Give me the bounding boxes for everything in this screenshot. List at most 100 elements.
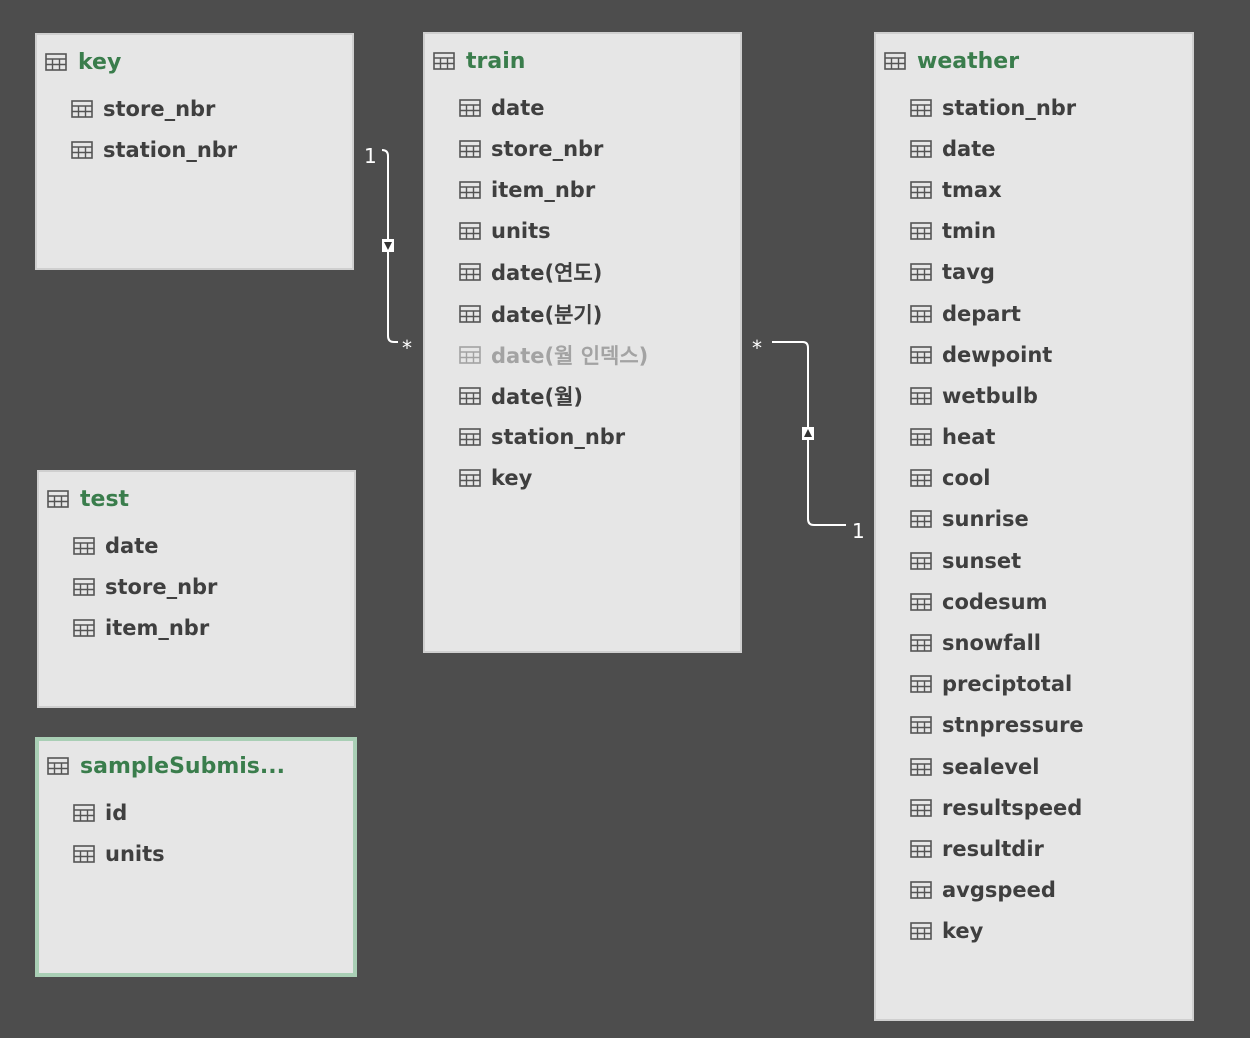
field-item[interactable]: store_nbr xyxy=(39,566,354,607)
field-list: id units xyxy=(39,792,353,874)
table-card-samplesubmission[interactable]: sampleSubmis... id units xyxy=(35,737,357,977)
field-item[interactable]: tmax xyxy=(876,169,1192,210)
field-item[interactable]: stnpressure xyxy=(876,705,1192,746)
field-item[interactable]: avgspeed xyxy=(876,870,1192,911)
table-icon xyxy=(73,844,95,863)
field-item[interactable]: date xyxy=(39,525,354,566)
field-item[interactable]: date xyxy=(425,87,740,128)
table-icon xyxy=(910,510,932,529)
table-header-test[interactable]: test xyxy=(39,484,354,514)
field-label: resultspeed xyxy=(942,795,1083,820)
field-item[interactable]: date(분기) xyxy=(425,293,740,334)
field-item[interactable]: tavg xyxy=(876,252,1192,293)
table-card-test[interactable]: test date store_nbr item_nbr xyxy=(37,470,356,708)
field-label: units xyxy=(105,841,165,866)
field-label: key xyxy=(942,919,984,944)
table-icon xyxy=(47,490,69,508)
field-item[interactable]: units xyxy=(425,211,740,252)
table-icon xyxy=(459,345,481,364)
field-label: sunrise xyxy=(942,507,1029,532)
field-item[interactable]: store_nbr xyxy=(37,88,352,129)
table-icon xyxy=(910,345,932,364)
field-item[interactable]: codesum xyxy=(876,581,1192,622)
field-item[interactable]: station_nbr xyxy=(876,87,1192,128)
field-label: codesum xyxy=(942,589,1048,614)
field-item[interactable]: sunrise xyxy=(876,499,1192,540)
table-icon xyxy=(910,469,932,488)
field-label: store_nbr xyxy=(103,96,216,121)
table-title: train xyxy=(466,48,526,74)
table-title: sampleSubmis... xyxy=(80,753,285,779)
field-label: date(월 인덱스) xyxy=(491,343,649,368)
table-icon xyxy=(433,52,455,70)
table-header-train[interactable]: train xyxy=(425,46,740,76)
field-label: date xyxy=(942,136,996,161)
table-icon xyxy=(910,428,932,446)
field-item[interactable]: date(월) xyxy=(425,375,740,416)
field-label: cool xyxy=(942,466,991,491)
table-header-samplesubmission[interactable]: sampleSubmis... xyxy=(39,751,353,781)
table-icon xyxy=(910,757,932,776)
field-item[interactable]: key xyxy=(876,911,1192,952)
table-card-key[interactable]: key store_nbr station_nbr xyxy=(35,33,354,270)
field-label: date(분기) xyxy=(491,302,603,327)
table-title: weather xyxy=(917,48,1020,74)
field-item[interactable]: date xyxy=(876,128,1192,169)
field-label: stnpressure xyxy=(942,713,1084,738)
field-item[interactable]: station_nbr xyxy=(37,129,352,170)
field-item[interactable]: resultspeed xyxy=(876,787,1192,828)
field-item[interactable]: heat xyxy=(876,417,1192,458)
field-item[interactable]: date(월 인덱스) xyxy=(425,334,740,375)
field-item[interactable]: cool xyxy=(876,458,1192,499)
table-icon xyxy=(459,98,481,117)
cardinality-many: * xyxy=(402,336,412,360)
field-item[interactable]: snowfall xyxy=(876,622,1192,663)
table-header-weather[interactable]: weather xyxy=(876,46,1192,76)
field-label: units xyxy=(491,219,551,244)
field-label: station_nbr xyxy=(942,95,1077,120)
field-item[interactable]: dewpoint xyxy=(876,334,1192,375)
relationship-key-train[interactable]: 1 * xyxy=(364,144,412,360)
relationship-weather-train[interactable]: * 1 xyxy=(752,336,865,543)
field-item[interactable]: units xyxy=(39,833,353,874)
field-item[interactable]: id xyxy=(39,792,353,833)
field-item[interactable]: key xyxy=(425,458,740,499)
field-item[interactable]: depart xyxy=(876,293,1192,334)
table-icon xyxy=(910,593,932,611)
table-icon xyxy=(910,881,932,899)
field-item[interactable]: station_nbr xyxy=(425,417,740,458)
field-item[interactable]: item_nbr xyxy=(39,607,354,648)
field-item[interactable]: sealevel xyxy=(876,746,1192,787)
field-item[interactable]: store_nbr xyxy=(425,128,740,169)
field-label: date xyxy=(105,533,159,558)
field-item[interactable]: resultdir xyxy=(876,828,1192,869)
field-item[interactable]: tmin xyxy=(876,211,1192,252)
table-icon xyxy=(910,634,932,652)
field-item[interactable]: item_nbr xyxy=(425,169,740,210)
field-label: sunset xyxy=(942,548,1022,573)
field-label: tavg xyxy=(942,260,995,285)
field-label: depart xyxy=(942,301,1021,326)
field-label: key xyxy=(491,466,533,491)
table-icon xyxy=(73,577,95,596)
field-item[interactable]: wetbulb xyxy=(876,375,1192,416)
field-label: store_nbr xyxy=(491,136,604,161)
table-header-key[interactable]: key xyxy=(37,47,352,77)
field-item[interactable]: preciptotal xyxy=(876,664,1192,705)
field-item[interactable]: sunset xyxy=(876,540,1192,581)
field-item[interactable]: date(연도) xyxy=(425,252,740,293)
table-icon xyxy=(910,263,932,282)
table-title: key xyxy=(78,49,122,75)
field-label: resultdir xyxy=(942,836,1044,861)
table-icon xyxy=(910,387,932,405)
field-label: store_nbr xyxy=(105,574,218,599)
cardinality-one: 1 xyxy=(852,519,865,543)
table-icon xyxy=(910,222,932,240)
field-label: station_nbr xyxy=(103,137,238,162)
field-label: date(월) xyxy=(491,384,583,409)
table-icon xyxy=(910,675,932,694)
